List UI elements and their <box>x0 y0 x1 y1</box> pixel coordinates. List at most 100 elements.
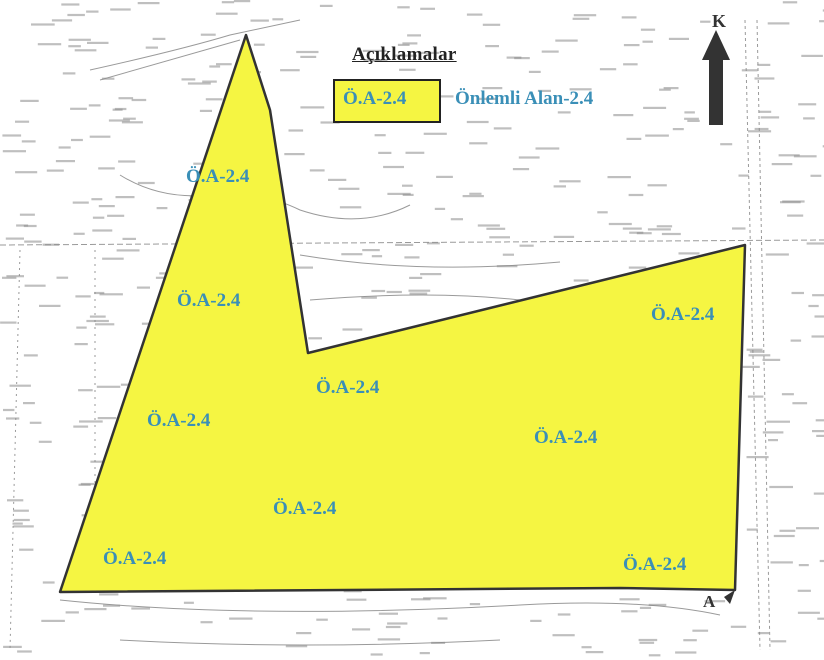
elevation-mark <box>107 214 125 217</box>
elevation-mark <box>362 49 387 52</box>
elevation-mark <box>659 88 671 91</box>
elevation-mark <box>700 20 711 23</box>
elevation-mark <box>573 279 589 282</box>
elevation-mark <box>420 273 442 276</box>
zone-label: Ö.A-2.4 <box>147 410 211 431</box>
elevation-mark <box>110 8 131 11</box>
elevation-mark <box>73 425 89 428</box>
elevation-mark <box>585 651 604 654</box>
elevation-mark <box>623 63 638 66</box>
elevation-mark <box>202 80 217 83</box>
elevation-mark <box>319 4 333 7</box>
elevation-mark <box>765 253 789 256</box>
elevation-mark <box>462 195 484 198</box>
elevation-mark <box>19 213 35 216</box>
elevation-mark <box>798 564 809 567</box>
elevation-mark <box>779 529 796 532</box>
elevation-mark <box>131 607 150 610</box>
elevation-mark <box>757 632 770 635</box>
elevation-mark <box>746 528 758 531</box>
zone-label: Ö.A-2.4 <box>534 427 598 448</box>
elevation-mark <box>746 456 769 459</box>
elevation-mark <box>74 49 97 52</box>
elevation-mark <box>378 151 392 154</box>
elevation-mark <box>643 106 667 109</box>
elevation-mark <box>466 13 483 16</box>
elevation-mark <box>638 638 658 642</box>
elevation-mark <box>394 54 417 57</box>
elevation-mark <box>619 598 640 601</box>
elevation-mark <box>300 106 325 109</box>
elevation-mark <box>812 430 824 433</box>
elevation-mark <box>530 619 542 622</box>
corner-marker-icon <box>724 590 735 604</box>
elevation-mark <box>99 593 119 596</box>
elevation-mark <box>385 625 401 629</box>
elevation-mark <box>90 460 112 463</box>
elevation-mark <box>668 37 689 40</box>
elevation-mark <box>797 589 811 592</box>
elevation-mark <box>13 525 34 528</box>
elevation-mark <box>103 604 121 607</box>
elevation-mark <box>16 224 29 227</box>
legend-title: Açıklamalar <box>352 44 457 65</box>
north-arrow-icon <box>702 30 730 125</box>
elevation-mark <box>687 119 700 122</box>
elevation-mark <box>23 402 35 405</box>
elevation-mark <box>440 95 454 98</box>
elevation-mark <box>541 50 559 53</box>
elevation-mark <box>62 72 76 75</box>
elevation-mark <box>599 68 617 71</box>
elevation-mark <box>409 292 428 295</box>
elevation-mark <box>678 252 700 255</box>
elevation-mark <box>622 227 642 230</box>
elevation-mark <box>411 598 431 601</box>
elevation-mark <box>19 548 34 551</box>
elevation-mark <box>397 6 410 9</box>
elevation-mark <box>76 326 87 329</box>
elevation-mark <box>31 23 55 26</box>
elevation-mark <box>569 88 592 91</box>
elevation-mark <box>187 82 211 85</box>
elevation-mark <box>557 111 571 114</box>
elevation-mark <box>672 128 684 131</box>
zone-label: Ö.A-2.4 <box>103 548 167 569</box>
elevation-mark <box>758 110 772 113</box>
elevation-mark <box>98 205 115 208</box>
elevation-mark <box>555 39 578 42</box>
elevation-mark <box>46 169 64 172</box>
elevation-mark <box>819 559 824 563</box>
elevation-mark <box>514 57 530 60</box>
elevation-mark <box>629 231 644 234</box>
elevation-mark <box>199 109 212 112</box>
elevation-mark <box>597 211 608 214</box>
elevation-mark <box>285 645 308 648</box>
elevation-mark <box>131 98 147 102</box>
elevation-mark <box>233 0 251 3</box>
elevation-mark <box>309 169 325 172</box>
elevation-mark <box>477 224 500 227</box>
parcel-polygon[interactable] <box>58 33 747 594</box>
elevation-mark <box>640 28 656 31</box>
elevation-mark <box>79 420 103 423</box>
elevation-mark <box>99 293 123 296</box>
elevation-mark <box>405 151 425 154</box>
elevation-mark <box>426 242 440 245</box>
elevation-mark <box>397 43 410 46</box>
elevation-mark <box>6 417 20 420</box>
zone-label: Ö.A-2.4 <box>651 304 715 325</box>
elevation-mark <box>420 51 439 54</box>
elevation-mark <box>137 2 160 5</box>
elevation-mark <box>778 154 800 157</box>
zone-label: Ö.A-2.4 <box>273 498 337 519</box>
elevation-mark <box>98 167 115 170</box>
elevation-mark <box>300 55 317 58</box>
elevation-mark <box>822 145 824 148</box>
elevation-mark <box>420 7 435 10</box>
elevation-mark <box>371 255 383 258</box>
elevation-mark <box>56 276 69 279</box>
elevation-mark <box>272 18 284 21</box>
elevation-mark <box>402 184 413 187</box>
elevation-mark <box>58 146 71 149</box>
elevation-mark <box>675 651 697 654</box>
